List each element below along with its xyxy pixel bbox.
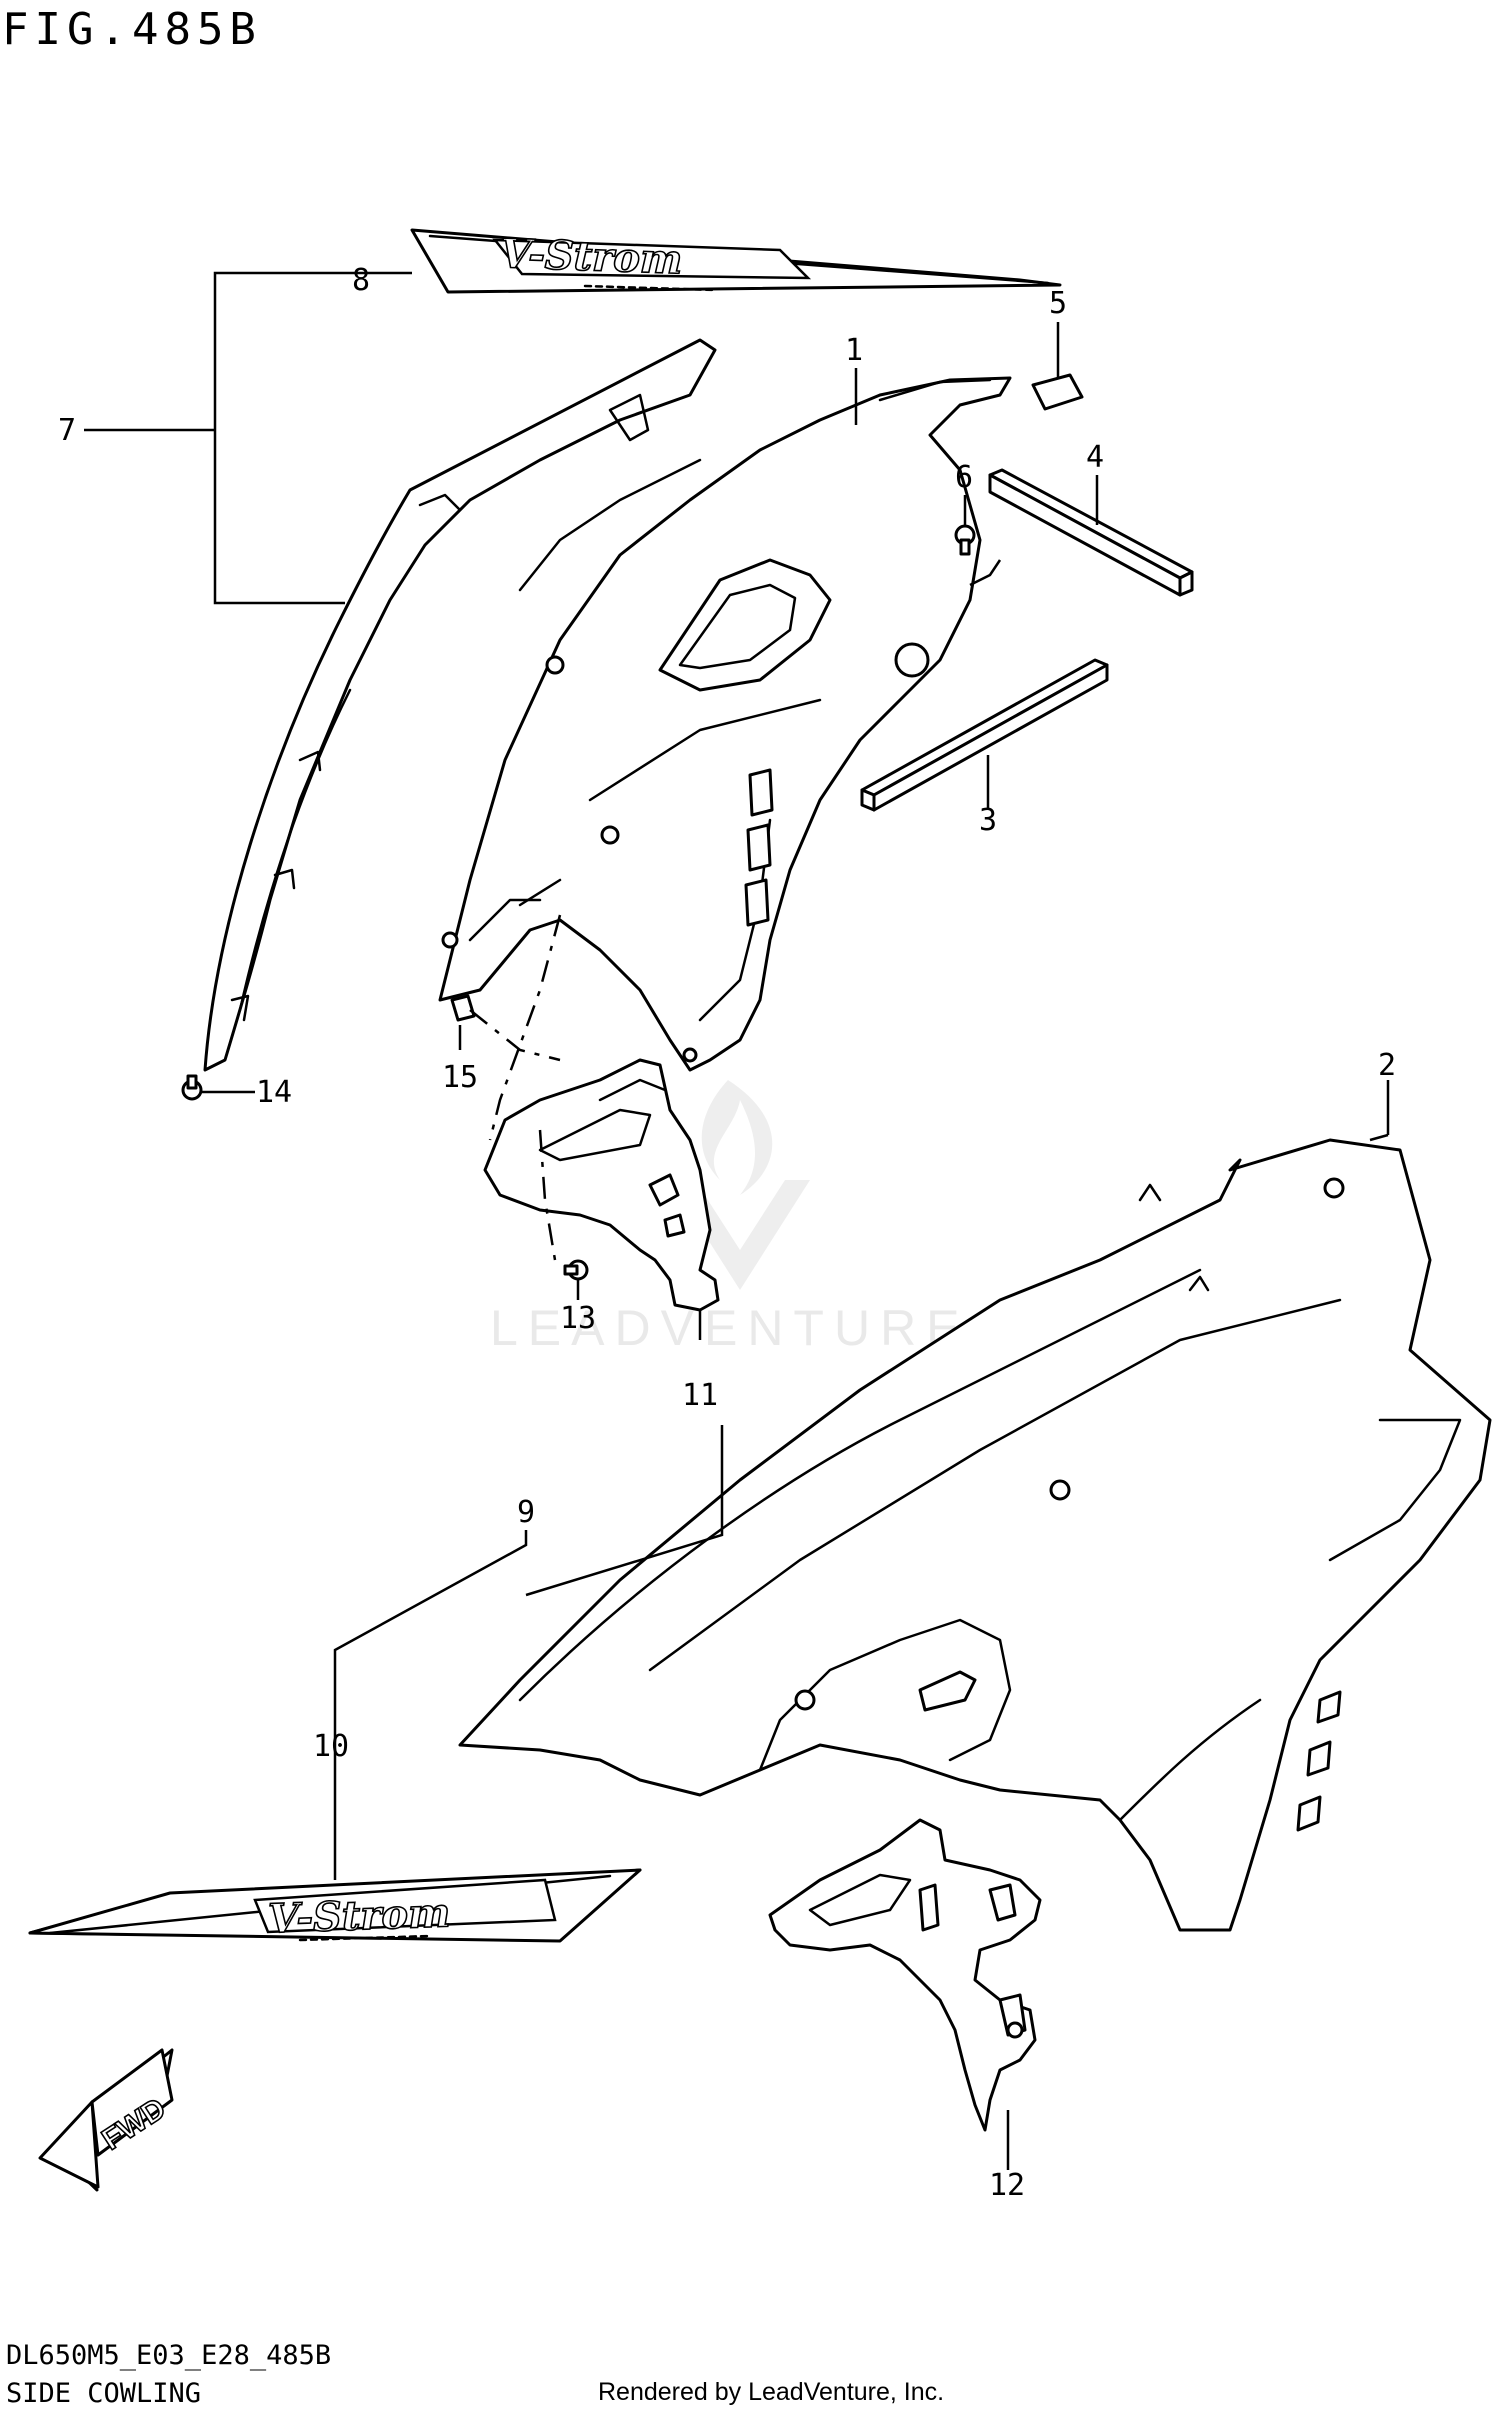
part-1-cowling [438, 376, 1012, 1072]
part-7-trim [203, 338, 717, 1072]
callout-5: 5 [1049, 286, 1067, 321]
leader-lines [84, 271, 1390, 2170]
figure-name: SIDE COWLING [6, 2378, 202, 2409]
callout-15: 15 [442, 1060, 478, 1095]
part-8-decal: V-Strom [410, 228, 1062, 294]
callout-4: 4 [1086, 440, 1104, 475]
part-12-bracket [768, 1818, 1042, 2132]
decal-logo-bottom: V-Strom [267, 1889, 451, 1942]
part-14-screw [181, 1074, 203, 1101]
figure-title: FIG.485B [2, 4, 262, 55]
part-15-clip [450, 994, 476, 1022]
render-credit: Rendered by LeadVenture, Inc. [598, 2378, 945, 2406]
callout-9: 9 [517, 1495, 535, 1530]
part-3-strip [860, 658, 1109, 812]
figure-code: DL650M5_E03_E28_485B [6, 2340, 332, 2371]
fwd-arrow: FWD [38, 2048, 174, 2192]
callout-12: 12 [989, 2168, 1025, 2203]
part-4-strip [988, 468, 1194, 597]
callout-3: 3 [979, 803, 997, 838]
callout-1: 1 [845, 333, 863, 368]
callout-13: 13 [560, 1301, 596, 1336]
part-5-pad [1031, 373, 1084, 411]
callout-2: 2 [1378, 1048, 1396, 1083]
part-13-screw [563, 1259, 589, 1281]
part-6-screw [954, 524, 976, 556]
watermark-text: LEADVENTURE [490, 1300, 970, 1356]
callout-6: 6 [955, 460, 973, 495]
callout-14: 14 [256, 1075, 292, 1110]
part-2-cowling [458, 1138, 1492, 1932]
callout-labels: 1 2 3 4 5 6 7 8 9 10 11 12 13 14 15 [58, 263, 1396, 2203]
part-11-bracket [483, 1058, 720, 1312]
callout-7: 7 [58, 413, 76, 448]
part-10-decal: V-Strom [28, 1868, 642, 1943]
callout-8: 8 [352, 263, 370, 298]
callout-11: 11 [682, 1378, 718, 1413]
decal-logo-top: V-Strom [499, 230, 683, 283]
callout-10: 10 [313, 1729, 349, 1764]
